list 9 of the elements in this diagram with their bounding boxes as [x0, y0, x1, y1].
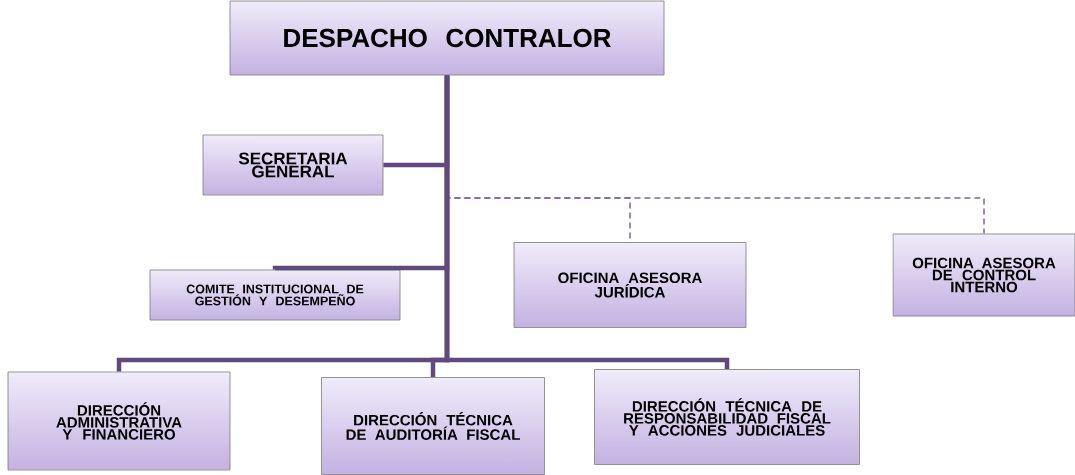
org-box: COMITE INSTITUCIONAL DE GESTIÓN Y DESEMPEÑO — [149, 269, 401, 321]
org-box: OFICINA ASESORA JURÍDICA — [513, 242, 747, 328]
org-box: DIRECCIÓN TÉCNICA DE AUDITORÍA FISCAL — [321, 377, 545, 475]
org-box: OFICINA ASESORA DE CONTROL INTERNO — [892, 233, 1075, 317]
org-box: SECRETARIA GENERAL — [202, 134, 384, 196]
connector-line — [444, 75, 730, 370]
org-box: DIRECCIÓN TÉCNICA DE RESPONSABILIDAD FISCAL Y ACCIONES JUDICIALES — [594, 369, 860, 465]
org-box: DIRECCIÓN ADMINISTRATIVA Y FINANCIERO — [7, 371, 231, 471]
org-box: DESPACHO CONTRALOR — [229, 0, 665, 76]
